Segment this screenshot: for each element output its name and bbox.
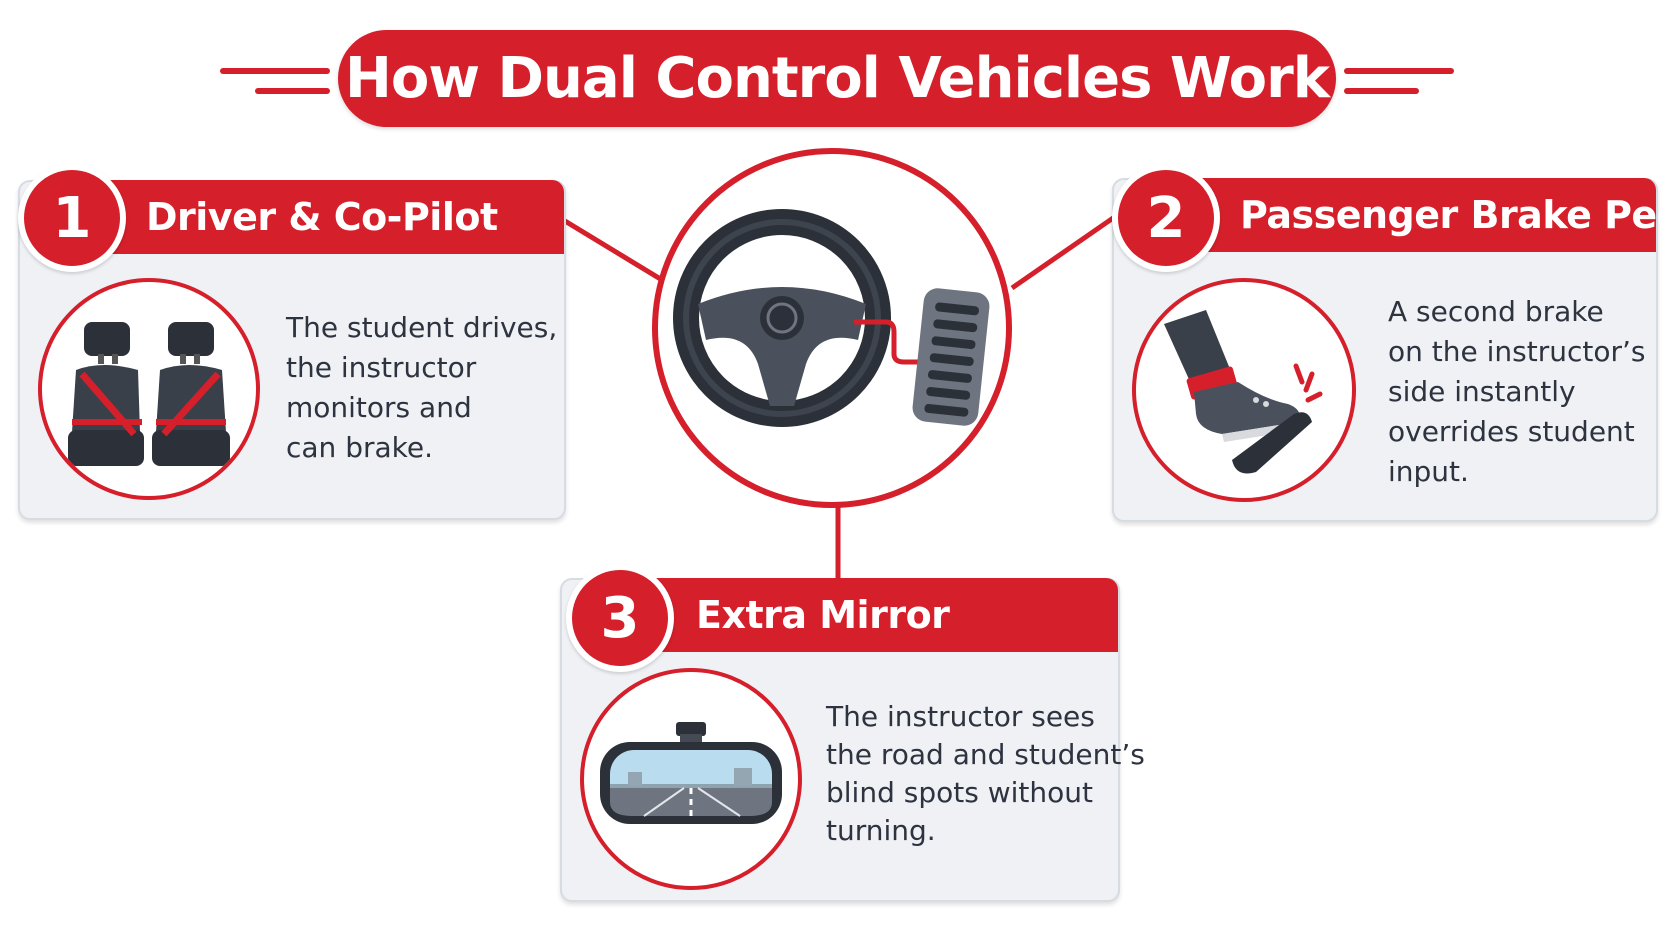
card-2-line-4: overrides student: [1388, 415, 1635, 448]
card-1-line-2: the instructor: [286, 351, 477, 384]
card-1-header: Driver & Co-Pilot: [88, 180, 564, 254]
card-3-header: Extra Mirror: [636, 578, 1118, 652]
title-line-left-bottom: [255, 88, 330, 94]
card-2-line-3: side instantly: [1388, 375, 1576, 408]
card-2-number-badge: 2: [1112, 164, 1220, 272]
card-3-icon-circle: [580, 668, 802, 890]
central-hub-circle: [652, 148, 1012, 508]
card-3-title: Extra Mirror: [696, 593, 950, 637]
card-1-number-badge: 1: [18, 164, 126, 272]
card-3-line-1: The instructor sees: [826, 700, 1095, 733]
card-1-icon-circle: [38, 278, 260, 500]
steering-wheel-and-pedal-icon: [673, 209, 990, 427]
card-2-description: A second brake on the instructor’s side …: [1388, 292, 1645, 492]
card-1-title: Driver & Co-Pilot: [146, 195, 498, 239]
card-1-line-4: can brake.: [286, 431, 433, 464]
card-3-line-2: the road and student’s: [826, 738, 1145, 771]
card-1-line-1: The student drives,: [286, 311, 558, 344]
card-2-icon-circle: [1132, 278, 1356, 502]
title-line-right-bottom: [1344, 88, 1419, 94]
card-3-number-badge: 3: [566, 564, 674, 672]
car-seats-icon: [68, 322, 230, 466]
card-2-line-1: A second brake: [1388, 295, 1604, 328]
card-1-line-3: monitors and: [286, 391, 472, 424]
card-2-title: Passenger Brake Pedal: [1240, 193, 1672, 237]
card-2-line-2: on the instructor’s: [1388, 335, 1646, 368]
page-title: How Dual Control Vehicles Work: [338, 30, 1336, 127]
title-line-left-top: [220, 68, 330, 74]
title-line-right-top: [1344, 68, 1454, 74]
card-3-line-3: blind spots without: [826, 776, 1093, 809]
card-2-header: Passenger Brake Pedal: [1170, 178, 1672, 252]
rearview-mirror-icon: [600, 722, 782, 824]
card-3-line-4: turning.: [826, 814, 936, 847]
card-3-description: The instructor sees the road and student…: [826, 698, 1145, 850]
foot-brake-pedal-icon: [1164, 310, 1323, 474]
card-2-line-5: input.: [1388, 455, 1469, 488]
card-1-description: The student drives, the instructor monit…: [286, 308, 557, 468]
